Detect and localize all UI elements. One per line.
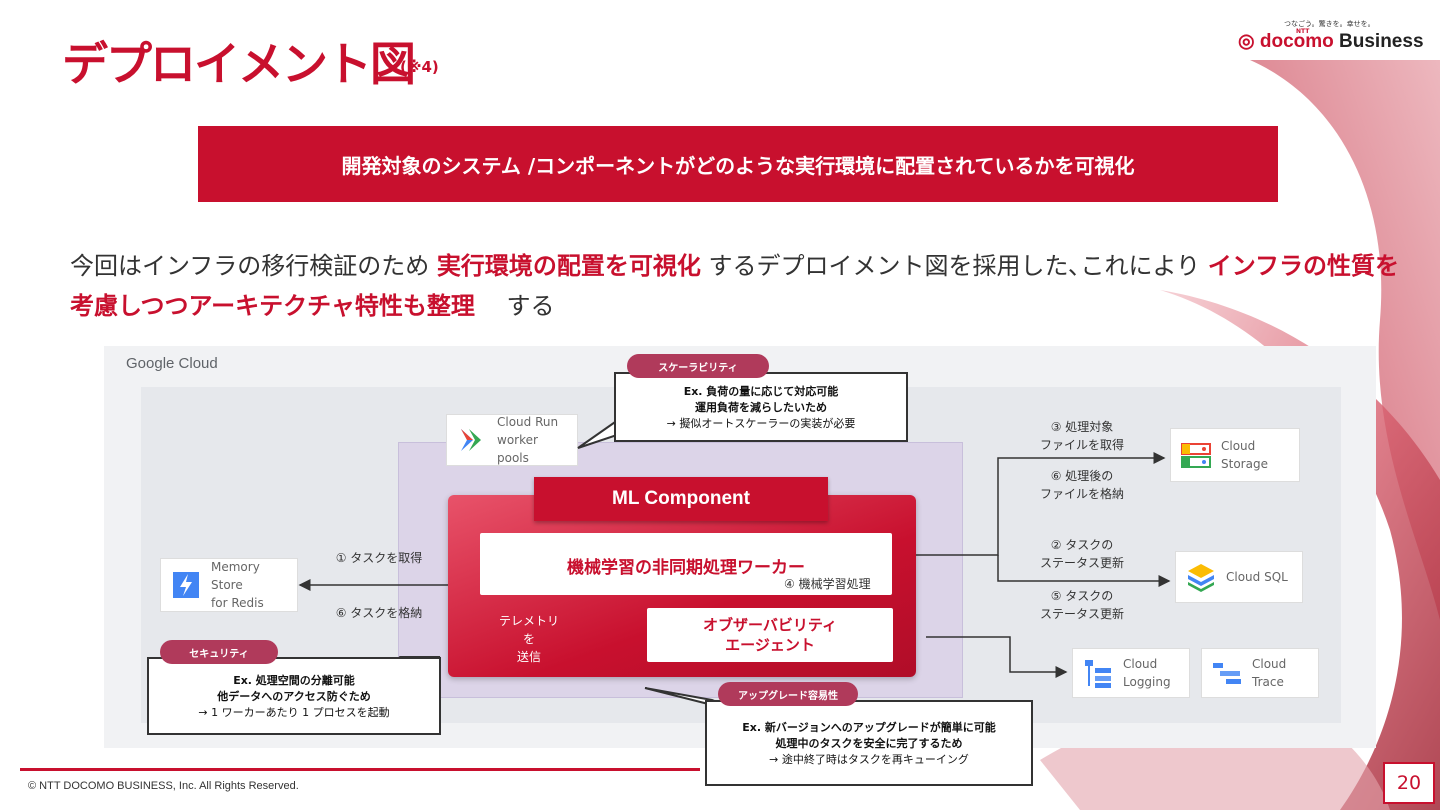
security-callout: Ex. 処理空間の分離可能 他データへのアクセス防ぐため → 1 ワーカーあたり… (147, 657, 441, 735)
logo-ntt: NTT (1296, 28, 1310, 35)
observability-agent-box[interactable]: オブザーバビリティ エージェント (647, 608, 893, 662)
logo-tagline: つなごう。驚きを。幸せを。 (1284, 20, 1375, 28)
ml-component-title: ML Component (534, 477, 828, 521)
cloud-run-icon (461, 429, 481, 451)
title-note: (※4) (400, 58, 439, 76)
edge-label-status-2: ⑤ タスクのステータス更新 (1039, 589, 1124, 621)
upgrade-pill: アップグレード容易性 (718, 682, 858, 706)
worker-title: 機械学習の非同期処理ワーカー (567, 558, 805, 578)
scalability-callout: Ex. 負荷の量に応じて対応可能 運用負荷を減らしたいため → 擬似オートスケー… (614, 372, 908, 442)
cloud-logging-icon (1085, 660, 1111, 688)
security-pill: セキュリティ (160, 640, 278, 664)
company-logo: ◎ docomo Business (1238, 31, 1424, 52)
edge-label-status-1: ② タスクのステータス更新 (1039, 538, 1124, 570)
worker-subtitle: ④ 機械学習処理 (784, 577, 871, 591)
upgrade-callout: Ex. 新バージョンへのアップグレードが簡単に可能 処理中のタスクを安全に完了す… (705, 700, 1033, 786)
edge-label-store-file: ⑥ 処理後のファイルを格納 (1039, 469, 1124, 501)
telemetry-label: テレメトリを 送信 (498, 614, 559, 664)
logo-mark-icon: ◎ (1238, 31, 1260, 52)
worker-box[interactable] (480, 533, 892, 595)
memorystore-icon (173, 572, 199, 598)
intro-paragraph: 今回はインフラの移行検証のため 実行環境の配置を可視化 するデプロイメント図を採… (70, 252, 1399, 320)
page-number: 20 (1383, 762, 1435, 804)
google-cloud-logo: Google Cloud (126, 355, 218, 372)
edge-label-store-task: ⑥ タスクを格納 (335, 606, 423, 620)
cloud-trace-icon (1213, 663, 1241, 684)
footer-rule (20, 768, 700, 771)
cloud-sql-card[interactable]: Cloud SQL (1175, 551, 1303, 603)
edge-label-get-file: ③ 処理対象ファイルを取得 (1039, 420, 1124, 452)
scalability-pill: スケーラビリティ (627, 354, 769, 378)
edge-label-get-task: ① タスクを取得 (335, 551, 423, 565)
cloud-storage-icon (1181, 443, 1211, 468)
copyright: © NTT DOCOMO BUSINESS, Inc. All Rights R… (28, 780, 299, 792)
page-title: デプロイメント図 (62, 37, 416, 91)
summary-banner: 開発対象のシステム /コンポーネントがどのような実行環境に配置されているかを可視… (198, 126, 1278, 202)
cloud-sql-icon (1188, 564, 1214, 592)
